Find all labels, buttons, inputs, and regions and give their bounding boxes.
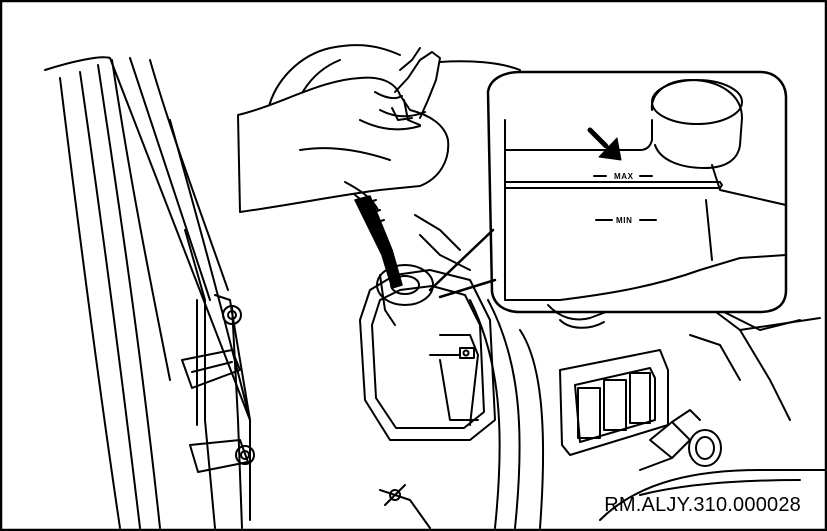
hand-with-bottle: [237, 47, 450, 213]
reservoir-tank: [504, 79, 787, 301]
max-mark-label: MAX: [614, 172, 634, 181]
arrow-indicator-icon: [587, 127, 622, 161]
max-level-line: [504, 175, 723, 189]
door-hinge-upper: [181, 305, 242, 389]
min-mark-label: MIN: [616, 216, 632, 225]
mounting-tab: [547, 304, 607, 329]
document-reference-id: RM.ALJY.310.000028: [604, 494, 801, 516]
door-hinge-lower: [189, 439, 255, 473]
filler-nozzle: [354, 195, 403, 289]
reservoir-bracket: [359, 214, 496, 441]
door-pillar: [44, 56, 251, 529]
bleeder-valve: [639, 409, 722, 471]
